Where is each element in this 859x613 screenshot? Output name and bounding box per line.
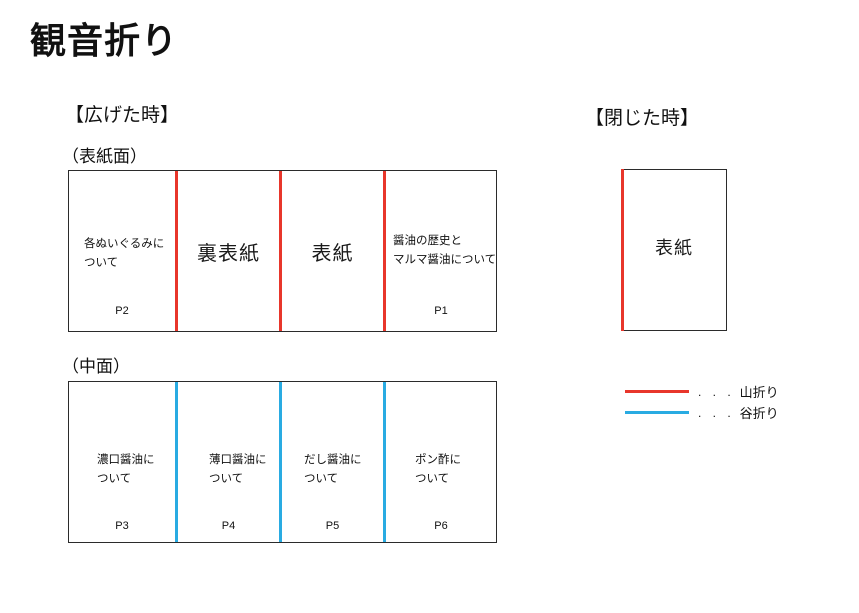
page-title: 観音折り [30, 20, 179, 61]
legend-separator: . . . [698, 384, 735, 399]
panel-p2-text: 各ぬいぐるみに ついて [84, 238, 165, 269]
panel-p4: 薄口醤油に ついて P4 [178, 382, 279, 542]
legend-row-valley: . . . 谷折り [625, 405, 779, 421]
panel-front-cover: 表紙 [311, 242, 354, 265]
page-number-p3: P3 [115, 520, 129, 532]
panel-p5-text: だし醤油に ついて [304, 454, 362, 485]
mountain-fold-line [383, 171, 386, 331]
fold-legend: . . . 山折り . . . 谷折り [625, 384, 779, 426]
opened-state-heading: 【広げた時】 [65, 105, 180, 126]
valley-fold-label: 谷折り [739, 406, 779, 421]
panel-p5: だし醤油に ついて P5 [282, 382, 383, 542]
panel-p6: ポン酢に ついて P6 [386, 382, 496, 542]
closed-sheet: 表紙 [621, 169, 727, 331]
page-number-p1: P1 [434, 305, 448, 317]
mountain-fold-line [175, 171, 178, 331]
page-number-p2: P2 [115, 305, 129, 317]
legend-row-mountain: . . . 山折り [625, 384, 779, 400]
closed-cover-label: 表紙 [655, 237, 693, 258]
page-number-p5: P5 [325, 520, 340, 532]
closed-spine-mountain-fold-line [621, 169, 624, 331]
mountain-fold-line-swatch [625, 390, 689, 393]
panel-p3-text: 濃口醤油に ついて [97, 454, 155, 485]
valley-fold-line [383, 382, 386, 542]
closed-state-heading: 【閉じた時】 [585, 108, 700, 129]
legend-separator: . . . [698, 405, 735, 420]
valley-fold-line-swatch [625, 411, 689, 414]
inner-side-label: （中面） [62, 357, 130, 376]
panel-p1: 醤油の歴史と マルマ醤油について P1 [386, 171, 496, 331]
page-number-p6: P6 [434, 520, 448, 532]
panel-p6-text: ポン酢に ついて [415, 454, 461, 485]
mountain-fold-line [279, 171, 282, 331]
inner-side-sheet: 濃口醤油に ついて P3 薄口醤油に ついて P4 だし醤油に ついて P5 ポ… [68, 381, 497, 543]
valley-fold-line [279, 382, 282, 542]
panel-p1-text: 醤油の歴史と マルマ醤油について [393, 235, 497, 266]
cover-side-sheet: 各ぬいぐるみに ついて P2 裏表紙 表紙 醤油の歴史と マルマ醤油について P… [68, 170, 497, 332]
mountain-fold-label: 山折り [739, 385, 779, 400]
panel-back-cover: 裏表紙 [197, 242, 260, 265]
valley-fold-line [175, 382, 178, 542]
page-number-p4: P4 [221, 520, 236, 532]
panel-p2: 各ぬいぐるみに ついて P2 [69, 171, 175, 331]
cover-side-label: （表紙面） [62, 147, 147, 166]
panel-p4-text: 薄口醤油に ついて [209, 454, 267, 485]
panel-p3: 濃口醤油に ついて P3 [69, 382, 175, 542]
